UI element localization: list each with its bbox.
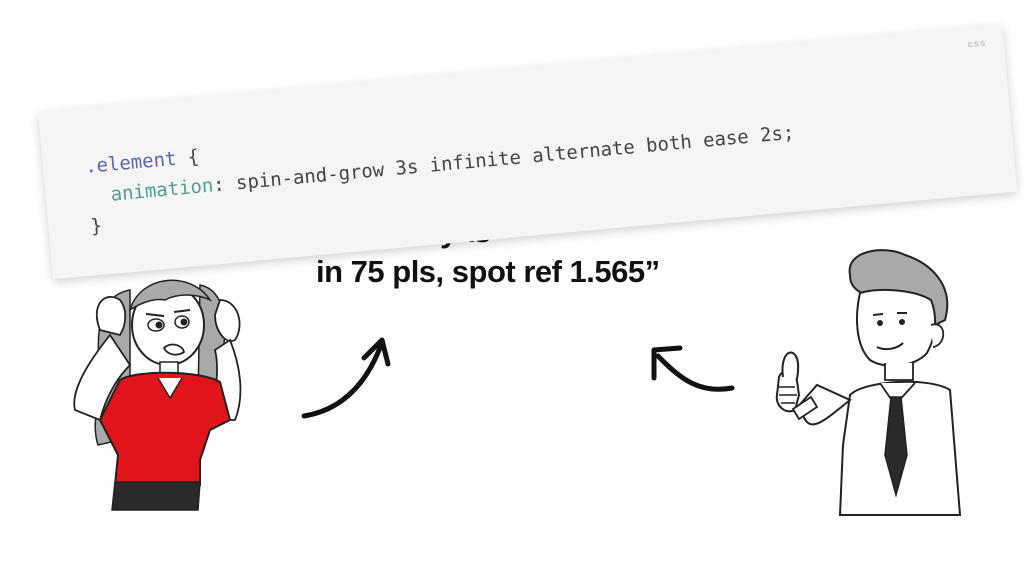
- css-colon: :: [212, 172, 238, 197]
- code-block: .element { animation: spin-and-grow 3s i…: [84, 88, 798, 242]
- css-selector: .element: [84, 147, 178, 178]
- close-brace: }: [89, 214, 104, 238]
- thumbs-up-man-illustration: [775, 249, 962, 516]
- quote-line-2: in 75 pls, spot ref 1.565”: [316, 254, 660, 289]
- left-arrow-icon: [301, 337, 391, 419]
- worried-woman-illustration: [73, 279, 242, 511]
- open-brace: {: [175, 145, 201, 170]
- code-language-label: css: [967, 37, 987, 51]
- code-indent: [87, 184, 112, 208]
- css-value: spin-and-grow 3s infinite alternate both…: [235, 121, 796, 195]
- css-property: animation: [109, 174, 215, 206]
- right-arrow-icon: [651, 345, 735, 392]
